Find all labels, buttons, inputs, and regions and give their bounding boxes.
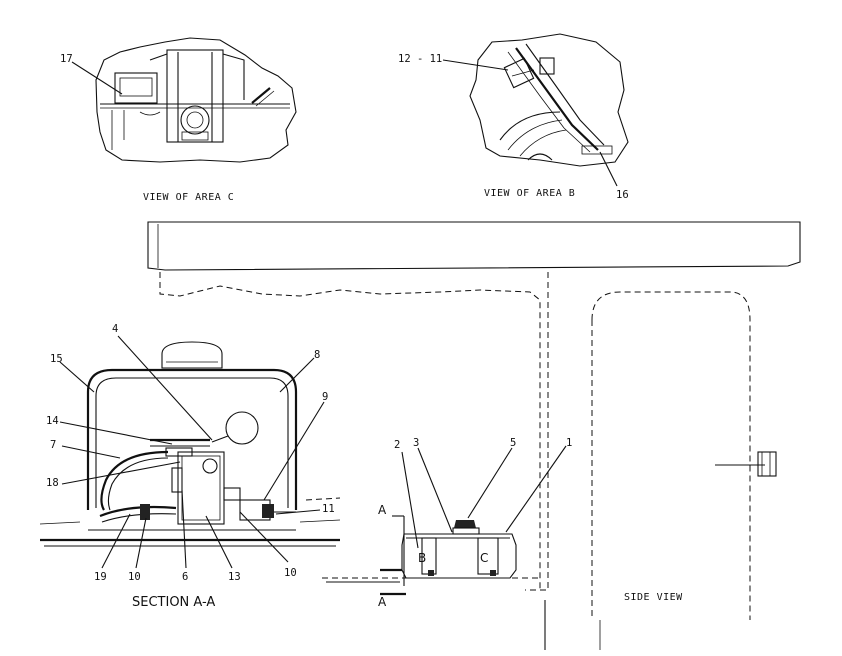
view-area-c: 17 VIEW OF AREA C [60, 37, 297, 203]
callout-1: 1 [566, 437, 572, 449]
caption-view-area-c: VIEW OF AREA C [143, 192, 234, 203]
callout-15: 15 [50, 353, 63, 365]
callout-5: 5 [510, 437, 516, 449]
callout-8: 8 [314, 349, 320, 361]
callout-6: 6 [182, 571, 188, 583]
callout-18: 18 [46, 477, 59, 489]
side-view: B C A A 2 3 5 1 SIDE VIEW [147, 221, 801, 650]
section-a-a: 4 8 15 9 14 7 18 11 19 10 6 13 10 SECTIO… [39, 323, 341, 610]
callout-9: 9 [322, 391, 328, 403]
view-area-b: 12 - 11 16 VIEW OF AREA B [398, 33, 629, 201]
callout-16: 16 [616, 189, 629, 201]
callout-7: 7 [50, 439, 56, 451]
area-letter-b: B [418, 551, 427, 565]
callout-14: 14 [46, 415, 59, 427]
caption-view-area-b: VIEW OF AREA B [484, 188, 575, 199]
area-letter-c: C [480, 551, 489, 565]
caption-side-view: SIDE VIEW [624, 592, 683, 603]
section-mark-a-top: A [378, 503, 387, 517]
caption-section-a-a: SECTION A-A [132, 595, 215, 610]
callout-11: 11 [322, 503, 335, 515]
callout-19: 19 [94, 571, 107, 583]
callout-10-left: 10 [128, 571, 141, 583]
callout-12-11: 12 - 11 [398, 53, 442, 65]
callout-4: 4 [112, 323, 118, 335]
callout-13: 13 [228, 571, 241, 583]
callout-10-right: 10 [284, 567, 297, 579]
callout-17: 17 [60, 53, 73, 65]
callout-3: 3 [413, 437, 419, 449]
callout-2: 2 [394, 439, 400, 451]
section-mark-a-bottom: A [378, 595, 387, 609]
